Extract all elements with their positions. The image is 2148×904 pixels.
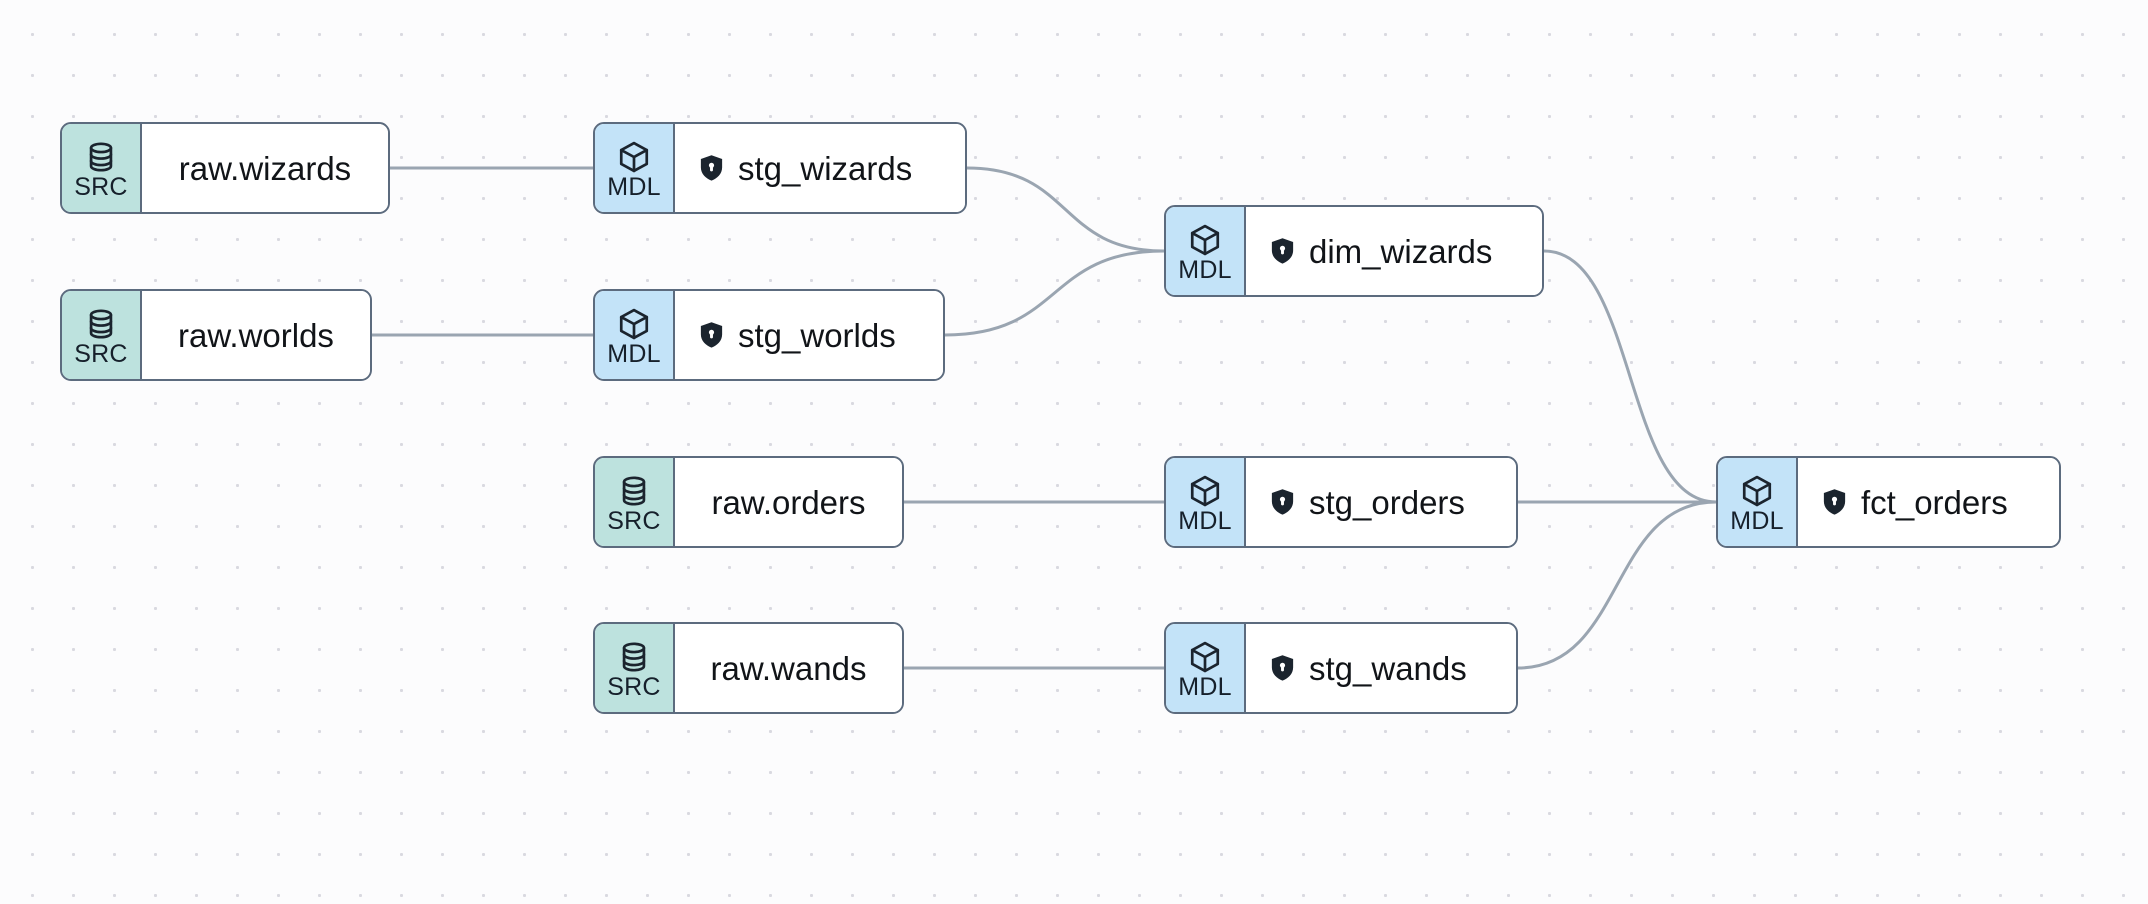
- node-body: stg_orders: [1246, 458, 1516, 546]
- node-body: stg_wands: [1246, 624, 1516, 712]
- cube-icon: [1188, 640, 1222, 674]
- node-body: raw.wizards: [142, 124, 388, 212]
- database-icon: [84, 307, 118, 341]
- node-type-label: SRC: [607, 673, 661, 701]
- node-type-label: SRC: [74, 173, 128, 201]
- node-body: fct_orders: [1798, 458, 2059, 546]
- node-type-badge-src: SRC: [595, 458, 675, 546]
- graph-node-raw_wands[interactable]: SRC raw.wands: [593, 622, 904, 714]
- node-label: raw.wizards: [178, 149, 352, 187]
- node-type-label: MDL: [1730, 507, 1784, 535]
- graph-node-stg_orders[interactable]: MDL stg_orders: [1164, 456, 1518, 548]
- node-label: stg_orders: [1309, 483, 1465, 521]
- edge-stg_worlds-to-dim_wizards: [943, 249, 1166, 337]
- cube-icon: [1740, 474, 1774, 508]
- node-type-badge-src: SRC: [62, 124, 142, 212]
- cube-icon: [617, 307, 651, 341]
- node-label: fct_orders: [1861, 483, 2008, 521]
- node-type-badge-mdl: MDL: [595, 291, 675, 379]
- node-label: dim_wizards: [1309, 232, 1493, 270]
- database-icon: [617, 640, 651, 674]
- node-type-label: MDL: [1178, 673, 1232, 701]
- node-type-badge-mdl: MDL: [595, 124, 675, 212]
- database-icon: [84, 140, 118, 174]
- shield-lock-icon: [699, 321, 724, 349]
- node-type-badge-mdl: MDL: [1166, 624, 1246, 712]
- node-body: raw.orders: [675, 458, 902, 546]
- cube-icon: [1188, 223, 1222, 257]
- graph-node-fct_orders[interactable]: MDL fct_orders: [1716, 456, 2061, 548]
- node-body: raw.worlds: [142, 291, 370, 379]
- cube-icon: [617, 140, 651, 174]
- shield-lock-icon: [1270, 237, 1295, 265]
- node-type-label: MDL: [1178, 256, 1232, 284]
- node-body: stg_worlds: [675, 291, 943, 379]
- node-type-badge-src: SRC: [595, 624, 675, 712]
- node-type-label: MDL: [1178, 507, 1232, 535]
- node-type-label: SRC: [74, 340, 128, 368]
- node-label: raw.worlds: [178, 316, 334, 354]
- graph-node-dim_wizards[interactable]: MDL dim_wizards: [1164, 205, 1544, 297]
- shield-lock-icon: [1822, 488, 1847, 516]
- node-type-badge-mdl: MDL: [1718, 458, 1798, 546]
- database-icon: [617, 474, 651, 508]
- graph-node-raw_wizards[interactable]: SRC raw.wizards: [60, 122, 390, 214]
- shield-lock-icon: [699, 154, 724, 182]
- node-label: raw.wands: [710, 649, 867, 687]
- cube-icon: [1188, 474, 1222, 508]
- graph-node-stg_worlds[interactable]: MDL stg_worlds: [593, 289, 945, 381]
- node-label: stg_wands: [1309, 649, 1467, 687]
- node-type-label: MDL: [607, 173, 661, 201]
- shield-lock-icon: [1270, 654, 1295, 682]
- node-label: stg_wizards: [738, 149, 913, 187]
- node-label: stg_worlds: [738, 316, 896, 354]
- edge-stg_wizards-to-dim_wizards: [965, 166, 1166, 253]
- node-label: raw.orders: [711, 483, 866, 521]
- node-type-label: MDL: [607, 340, 661, 368]
- edge-stg_wands-to-fct_orders: [1516, 500, 1718, 670]
- shield-lock-icon: [1270, 488, 1295, 516]
- node-type-badge-mdl: MDL: [1166, 207, 1246, 295]
- graph-node-stg_wands[interactable]: MDL stg_wands: [1164, 622, 1518, 714]
- node-body: stg_wizards: [675, 124, 965, 212]
- edge-dim_wizards-to-fct_orders: [1542, 249, 1718, 504]
- node-body: dim_wizards: [1246, 207, 1542, 295]
- graph-node-raw_worlds[interactable]: SRC raw.worlds: [60, 289, 372, 381]
- node-type-badge-mdl: MDL: [1166, 458, 1246, 546]
- node-body: raw.wands: [675, 624, 902, 712]
- graph-node-stg_wizards[interactable]: MDL stg_wizards: [593, 122, 967, 214]
- node-type-badge-src: SRC: [62, 291, 142, 379]
- graph-node-raw_orders[interactable]: SRC raw.orders: [593, 456, 904, 548]
- node-type-label: SRC: [607, 507, 661, 535]
